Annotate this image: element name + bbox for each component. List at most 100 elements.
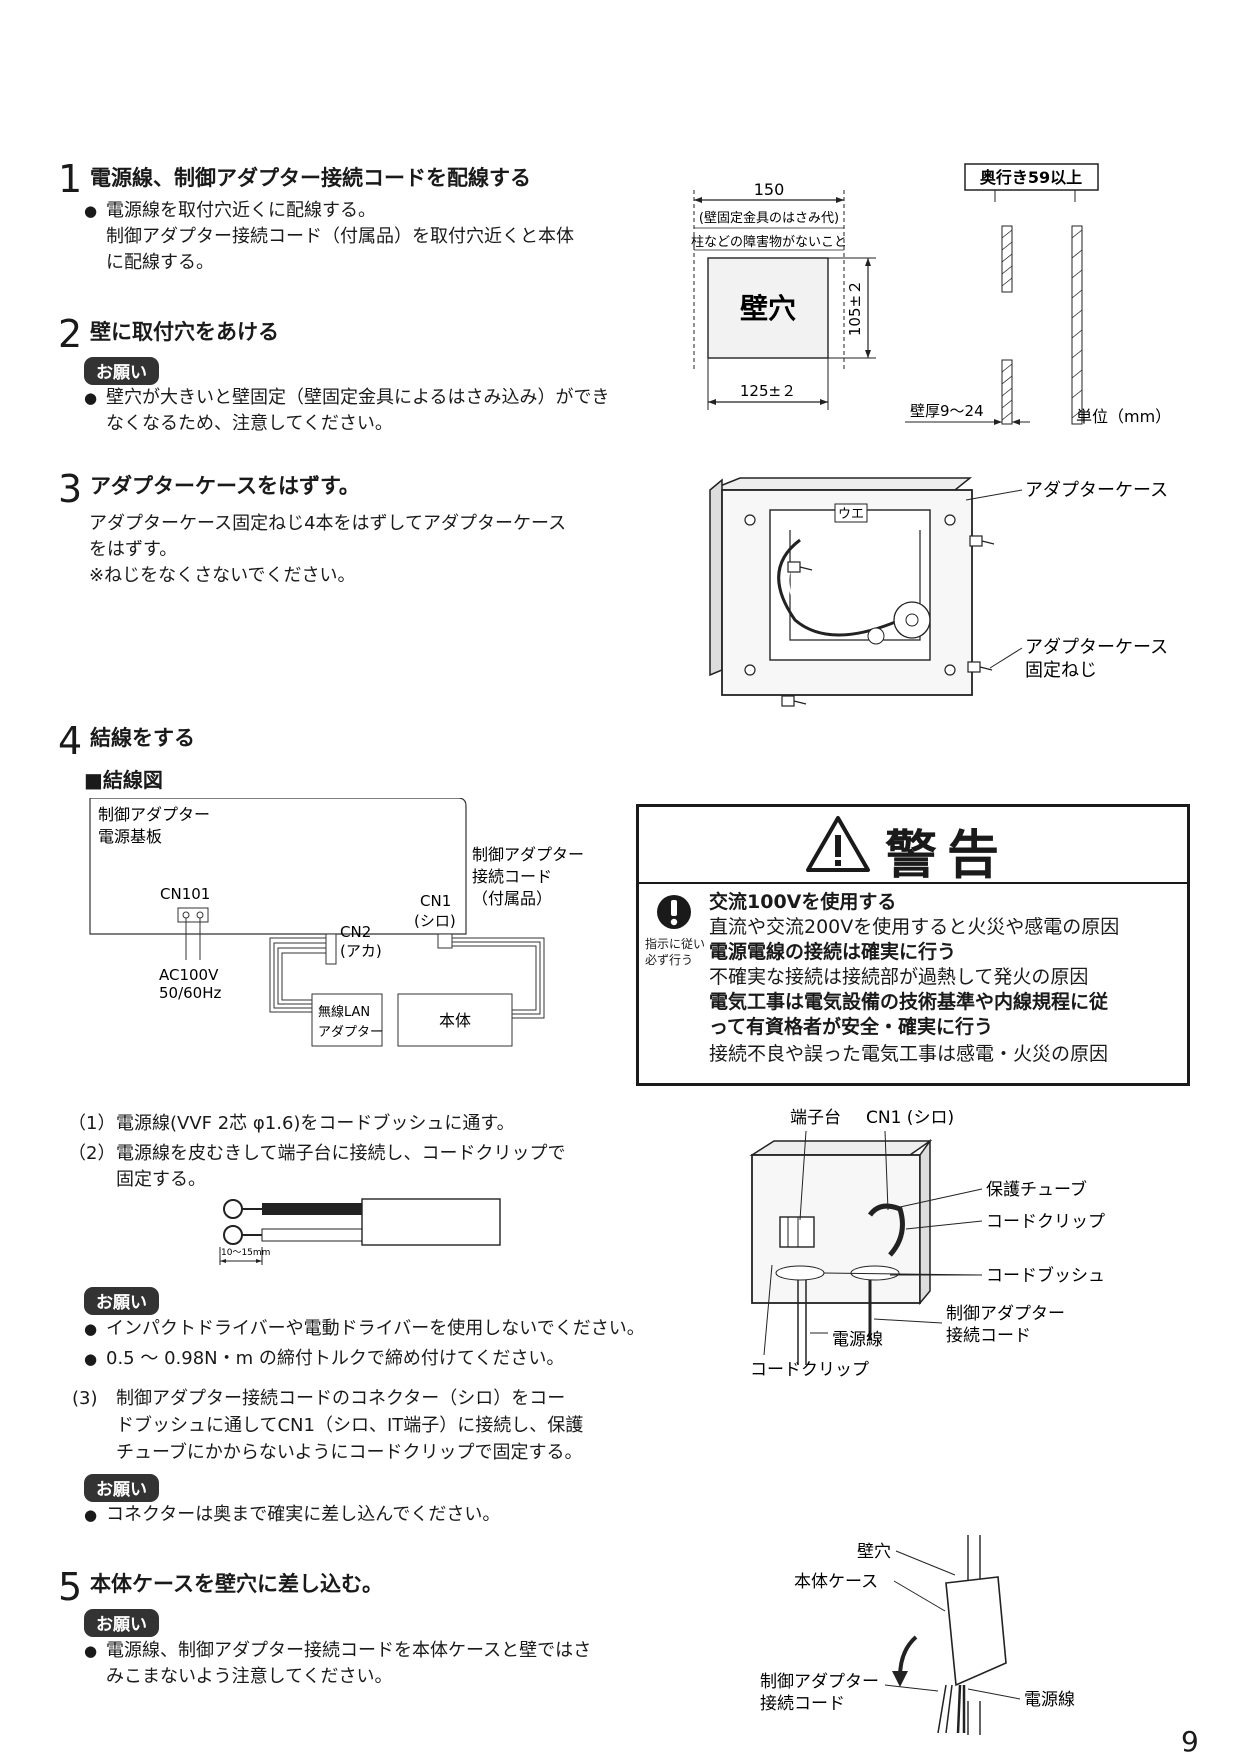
step-number-3: 3 (58, 467, 83, 511)
step4-note1: インパクトドライバーや電動ドライバーを使用しないでください。 (84, 1316, 645, 1342)
dim-depth: 奥行き59以上 (980, 168, 1082, 187)
adapter-case-illustration: ウエ アダプターケース アダプターケース 固定ねじ (709, 477, 1168, 707)
mandatory-label1: 指示に従い (645, 937, 706, 951)
insert-power-label: 電源線 (1024, 1690, 1075, 1710)
cord-label2: 接続コード (472, 867, 552, 886)
step-title-1: 電源線、制御アダプター接続コードを配線する (90, 166, 531, 190)
adapter-screw-label2: 固定ねじ (1025, 660, 1097, 681)
bush-label: コードブッシュ (986, 1265, 1105, 1286)
warning-rule2: 不確実な接続は接続部が過熱して発火の原因 (709, 966, 1089, 988)
box-cord-label1: 制御アダプター (946, 1304, 1065, 1324)
insert-cord-label2: 接続コード (760, 1694, 845, 1714)
proc3-text-line1: 制御アダプター接続コードのコネクター（シロ）をコー (116, 1388, 566, 1409)
step-title-3: アダプターケースをはずす。 (90, 474, 360, 498)
fixing-screws (781, 535, 995, 707)
step3-line3: ※ねじをなくさないでください。 (89, 565, 356, 586)
step1-bullet1: 電源線を取付穴近くに配線する。 (84, 198, 376, 224)
adapter-screw-label1: アダプターケース (1025, 637, 1168, 658)
step2-note-line1: 壁穴が大きいと壁固定（壁固定金具によるはさみ込み）ができ (84, 385, 609, 411)
lan-label1: 無線LAN (318, 1004, 370, 1020)
dim-150: 150 (754, 180, 785, 199)
mandatory-action-icon (657, 895, 691, 929)
step3-line2: をはずす。 (89, 539, 178, 560)
ue-label: ウエ (838, 507, 864, 522)
step-title-4: 結線をする (90, 726, 195, 750)
proc1-text: 電源線(VVF 2芯 φ1.6)をコードブッシュに通す。 (116, 1113, 515, 1134)
step5-note-line2: みこまないよう注意してください。 (106, 1666, 393, 1687)
wiring-diagram: 制御アダプター 電源基板 CN101 AC100V 50/60Hz CN2 (ア… (89, 798, 584, 1047)
tube-label: 保護チューブ (986, 1179, 1087, 1200)
warning-rule1-bold: 交流100Vを使用する (709, 891, 897, 913)
board-label2: 電源基板 (98, 827, 162, 846)
onegai-badge: お願い (84, 1474, 159, 1502)
cn1-label: CN1 (420, 892, 451, 910)
step4-note3: コネクターは奥まで確実に差し込んでください。 (84, 1502, 500, 1528)
warning-title: 警告 (885, 826, 1010, 886)
step1-bullet2-line1: 制御アダプター接続コード（付属品）を取付穴近くと本体 (106, 226, 574, 247)
clip-label: コードクリップ (986, 1212, 1105, 1232)
main-unit-label: 本体 (439, 1011, 471, 1030)
step1-bullet2-line2: に配線する。 (106, 252, 214, 273)
box-cn1-label: CN1 (シロ) (866, 1108, 954, 1128)
warning-rule3-bold2: って有資格者が安全・確実に行う (709, 1016, 994, 1038)
dim-unit: 単位（mm） (1076, 407, 1171, 426)
cn2-label: CN2 (340, 923, 371, 941)
insert-cord-label1: 制御アダプター (760, 1672, 879, 1692)
strip-length-label: 10～15mm (221, 1248, 270, 1258)
step3-line1: アダプターケース固定ねじ4本をはずしてアダプターケース (89, 513, 567, 534)
warning-header: 警告 (639, 807, 1187, 886)
step-title-5: 本体ケースを壁穴に差し込む。 (90, 1572, 383, 1596)
proc2-text-line1: 電源線を皮むきして端子台に接続し、コードクリップで (116, 1143, 566, 1164)
page-number: 9 (1181, 1725, 1199, 1758)
box-clip-label: コードクリップ (750, 1360, 869, 1380)
insert-case-label: 本体ケース (794, 1572, 878, 1592)
proc1-number: （1） (68, 1113, 116, 1134)
onegai-badge: お願い (84, 1609, 159, 1637)
step-number-2: 2 (58, 312, 83, 356)
warning-box: 警告 指示に従い 必ず行う 交流100Vを使用する 直流や交流200Vを使用する… (636, 804, 1190, 1086)
dim-thickness: 壁厚9～24 (910, 402, 984, 420)
onegai-badge: お願い (84, 357, 159, 385)
onegai-badge: お願い (84, 1287, 159, 1315)
step2-note-line2: なくなるため、注意してください。 (106, 413, 393, 434)
proc2-number: （2） (68, 1143, 116, 1164)
proc2-text-line2: 固定する。 (116, 1169, 206, 1190)
cord-label3: （付属品） (472, 889, 552, 908)
warning-triangle-icon (806, 816, 870, 872)
ac-label2: 50/60Hz (159, 984, 222, 1002)
cn2-color: (アカ) (340, 942, 382, 960)
proc3-number: (3) (72, 1388, 98, 1409)
insert-hole-label: 壁穴 (857, 1542, 891, 1562)
warning-rule2-bold: 電源電線の接続は確実に行う (709, 941, 957, 963)
step4-note2: 0.5 ～ 0.98N・m の締付トルクで締め付けてください。 (84, 1346, 564, 1372)
proc3-text-line2: ドブッシュに通してCN1（シロ、IT端子）に接続し、保護 (116, 1415, 584, 1436)
box-cord-label2: 接続コード (946, 1326, 1031, 1346)
step-number-5: 5 (58, 1565, 83, 1609)
warning-rule3: 接続不良や誤った電気工事は感電・火災の原因 (709, 1043, 1109, 1065)
wiring-heading: ■結線図 (84, 768, 163, 792)
mandatory-label2: 必ず行う (645, 953, 694, 967)
dim-hole-label: 壁穴 (740, 292, 796, 325)
dim-note1: (壁固定金具のはさみ代) (699, 210, 839, 226)
insert-case-illustration: 壁穴 本体ケース 制御アダプター 接続コード 電源線 (760, 1535, 1075, 1735)
stripped-cable-illustration: 10～15mm (219, 1198, 501, 1265)
ac-label1: AC100V (159, 966, 219, 984)
cn1-color: (シロ) (414, 912, 456, 930)
warning-rule3-bold1: 電気工事は電気設備の技術基準や内線規程に従 (709, 991, 1109, 1013)
dim-125: 125±２ (740, 382, 796, 400)
terminal-box-illustration: 端子台 CN1 (シロ) 保護チューブ コードクリップ コードブッシュ 制御アダ… (749, 1108, 1105, 1380)
step5-note-line1: 電源線、制御アダプター接続コードを本体ケースと壁ではさ (84, 1638, 591, 1664)
proc3-text-line3: チューブにかからないようにコードクリップで固定する。 (116, 1442, 583, 1463)
wall-hole-dimension-diagram: 150 (壁固定金具のはさみ代) 柱などの障害物がないこと 壁穴 105±２ 1… (691, 163, 1171, 426)
lan-label2: アダプター (318, 1025, 383, 1040)
dim-105: 105±２ (846, 280, 864, 336)
dim-note2: 柱などの障害物がないこと (691, 234, 847, 250)
cn101-label: CN101 (160, 885, 210, 903)
step-number-4: 4 (58, 719, 83, 763)
box-power-label: 電源線 (832, 1330, 883, 1350)
warning-rule1: 直流や交流200Vを使用すると火災や感電の原因 (709, 916, 1120, 938)
step-number-1: 1 (58, 157, 83, 201)
cord-label1: 制御アダプター (472, 845, 584, 864)
step-title-2: 壁に取付穴をあける (90, 320, 279, 344)
terminal-label: 端子台 (790, 1108, 841, 1128)
